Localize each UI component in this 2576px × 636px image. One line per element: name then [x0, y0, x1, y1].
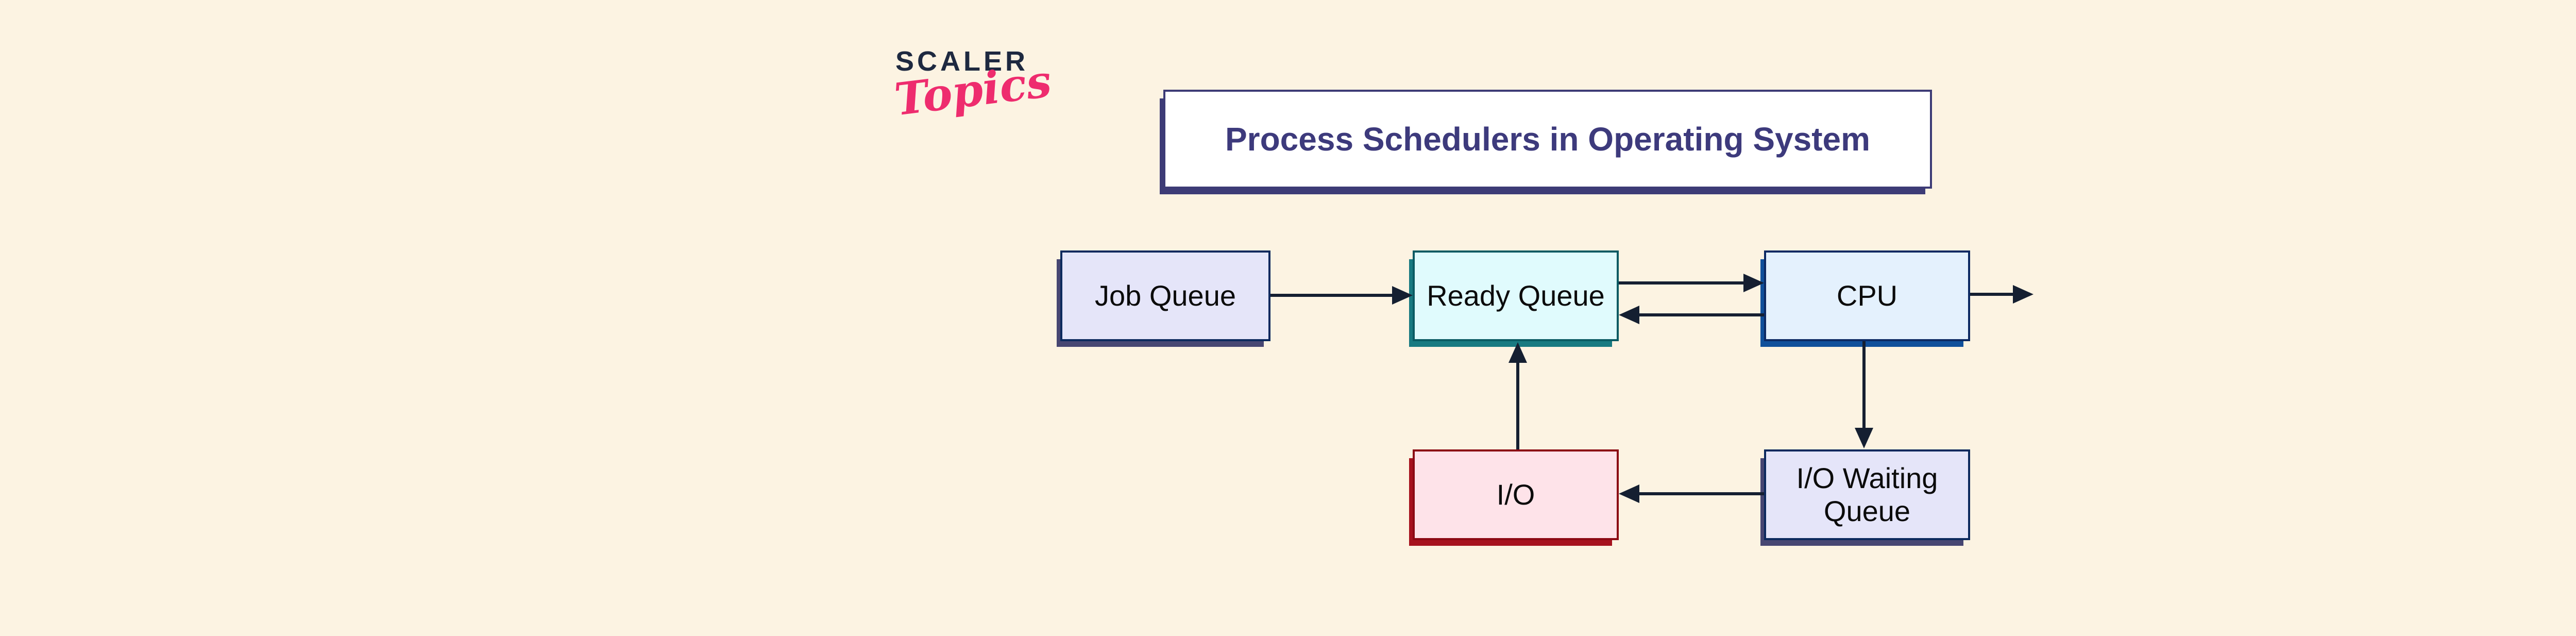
arrow-ready-to-cpu: [1619, 274, 1764, 292]
node-ready-queue: Ready Queue: [1413, 250, 1619, 341]
arrow-cpu-exit: [1970, 285, 2033, 304]
node-io-waiting-queue-label: I/O Waiting Queue: [1796, 461, 1938, 527]
arrow-cpu-to-ready: [1619, 306, 1764, 324]
scaler-topics-logo: SCALER Topics: [892, 46, 1054, 156]
node-io: I/O: [1413, 449, 1619, 540]
node-cpu: CPU: [1764, 250, 1970, 341]
diagram-title: Process Schedulers in Operating System: [1225, 121, 1871, 158]
node-ready-queue-label: Ready Queue: [1427, 279, 1605, 312]
node-job-queue: Job Queue: [1060, 250, 1270, 341]
node-job-queue-label: Job Queue: [1095, 279, 1236, 312]
arrow-io-to-ready: [1509, 342, 1527, 449]
arrow-job-to-ready: [1270, 286, 1413, 305]
node-io-waiting-queue: I/O Waiting Queue: [1764, 449, 1970, 540]
node-io-label: I/O: [1496, 478, 1535, 511]
diagram-title-box: Process Schedulers in Operating System: [1163, 90, 1932, 189]
node-cpu-label: CPU: [1836, 279, 1898, 312]
arrow-cpu-to-io-waiting: [1855, 341, 1873, 448]
arrow-io-waiting-to-io: [1619, 484, 1764, 503]
logo-text-scaler: SCALER: [895, 46, 1029, 77]
